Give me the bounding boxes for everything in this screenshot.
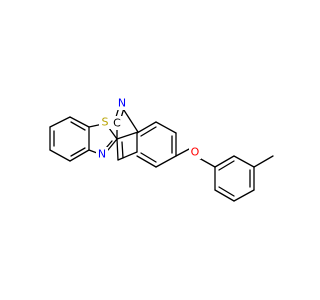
atom-label-nitrile-nitrogen: N: [116, 96, 128, 110]
atom-label-oxygen: O: [189, 145, 201, 159]
sulfur-label: S: [102, 116, 109, 129]
central-phenyl-ring: [136, 121, 177, 168]
tolyl-ring: [214, 155, 274, 202]
benzothiazole-benzene-ring: [49, 116, 90, 162]
atom-label-thiazole-nitrogen: N: [96, 147, 108, 161]
nitrile-nitrogen-label: N: [118, 97, 126, 110]
chemical-structure-canvas: S N N O C: [49, 96, 274, 202]
atom-label-sulfur: S: [99, 115, 111, 129]
nitrile-carbon-label: C: [113, 117, 121, 130]
ether-linkage: [175, 147, 216, 168]
molecule-drawing: S N N O C: [49, 96, 274, 202]
atom-label-nitrile-carbon: C: [111, 116, 123, 130]
thiazole-nitrogen-label: N: [98, 148, 106, 161]
oxygen-label: O: [191, 146, 200, 159]
vinyl-linker: [116, 138, 138, 161]
